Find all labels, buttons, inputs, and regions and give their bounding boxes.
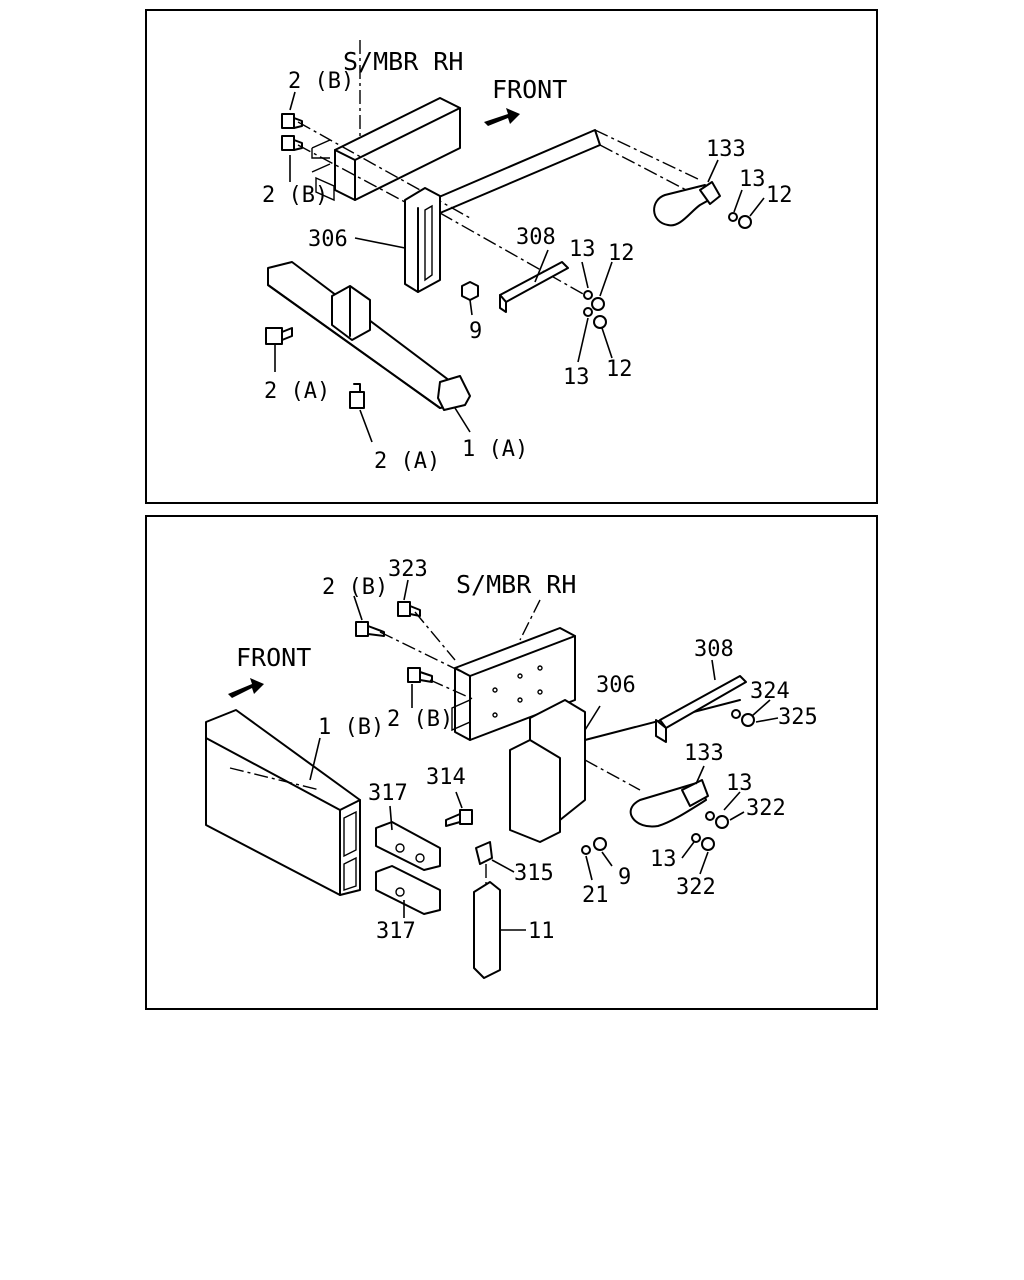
bracket-308-bottom xyxy=(655,675,747,743)
end-cover-11 xyxy=(473,881,501,979)
front-arrow-icon xyxy=(484,108,520,126)
bracket-308 xyxy=(499,261,569,313)
bolt-guide-line-2 xyxy=(414,611,456,661)
bolt-guide-line-3 xyxy=(429,679,476,701)
bracket-306 xyxy=(404,187,441,293)
callout-label: 315 xyxy=(514,861,554,886)
front-label: FRONT xyxy=(236,643,311,672)
callout-label: 133 xyxy=(684,741,724,766)
bolt-guide-line xyxy=(297,121,471,219)
bracket-306-bottom xyxy=(509,699,586,843)
member-leader-guide xyxy=(519,599,541,641)
callout-label: 2 (A) xyxy=(264,379,330,404)
callout-label: 314 xyxy=(426,765,466,790)
bolts-bottom xyxy=(355,601,433,683)
callout-label: 2 (A) xyxy=(374,449,440,474)
washers-nuts xyxy=(583,212,752,329)
member-label: S/MBR RH xyxy=(343,47,463,76)
washers-nuts-bottom xyxy=(581,709,755,855)
callout-label: 325 xyxy=(778,705,818,730)
callout-label: 308 xyxy=(694,637,734,662)
callout-label: 1 (A) xyxy=(462,437,528,462)
callout-label: 322 xyxy=(676,875,716,900)
callout-label: 324 xyxy=(750,679,790,704)
bottom-leader-lines xyxy=(309,579,779,931)
callout-label: 9 xyxy=(469,319,482,344)
bolt-314 xyxy=(445,809,473,827)
tow-bar xyxy=(431,129,701,296)
callout-label: 11 xyxy=(528,919,555,944)
callout-label: 323 xyxy=(388,557,428,582)
callout-label: 133 xyxy=(706,137,746,162)
bolt-2a xyxy=(265,327,365,409)
callout-label: 12 xyxy=(606,357,633,382)
callout-label: 2 (B) xyxy=(262,183,328,208)
callout-label: 13 xyxy=(563,365,590,390)
bolt-2b-upper xyxy=(281,113,303,151)
callout-label: 13 xyxy=(569,237,596,262)
callout-label: 306 xyxy=(596,673,636,698)
top-leader-lines xyxy=(274,91,765,443)
callout-label: 322 xyxy=(746,796,786,821)
callout-label: 308 xyxy=(516,225,556,250)
callout-label: 12 xyxy=(608,241,635,266)
callout-label: 12 xyxy=(766,183,793,208)
front-label: FRONT xyxy=(492,75,567,104)
callout-label: 13 xyxy=(739,167,766,192)
callout-label: 2 (B) xyxy=(288,69,354,94)
nut-9 xyxy=(461,281,479,301)
bottom-panel-frame xyxy=(145,515,878,1010)
callout-label: 2 (B) xyxy=(387,707,453,732)
callout-label: 13 xyxy=(650,847,677,872)
tow-hook-133-bottom xyxy=(629,779,709,828)
top-panel-frame xyxy=(145,9,878,504)
side-member-rh xyxy=(311,97,461,202)
top-panel: S/MBR RH FRONT 2 (B) 2 (B) 306 2 (A) 2 (… xyxy=(145,9,878,504)
callout-label: 9 xyxy=(618,865,631,890)
member-label: S/MBR RH xyxy=(456,570,576,599)
callout-label: 21 xyxy=(582,883,609,908)
cross-member-1a xyxy=(267,261,471,411)
callout-label: 306 xyxy=(308,227,348,252)
callout-label: 1 (B) xyxy=(318,715,384,740)
bolt-guide-line xyxy=(379,631,471,677)
callout-label: 13 xyxy=(726,771,753,796)
bottom-panel: S/MBR RH FRONT 2 (B) 323 2 (B) 1 (B) 317… xyxy=(145,515,878,1010)
cross-member-1b xyxy=(205,709,361,896)
front-arrow-icon xyxy=(228,678,264,698)
plate-317 xyxy=(375,821,441,915)
callout-label: 317 xyxy=(368,781,408,806)
callout-label: 317 xyxy=(376,919,416,944)
bolt-guide-line-2 xyxy=(297,144,421,211)
callout-label: 2 (B) xyxy=(322,575,388,600)
tow-hook-133 xyxy=(653,181,721,227)
clip-315 xyxy=(475,841,493,865)
